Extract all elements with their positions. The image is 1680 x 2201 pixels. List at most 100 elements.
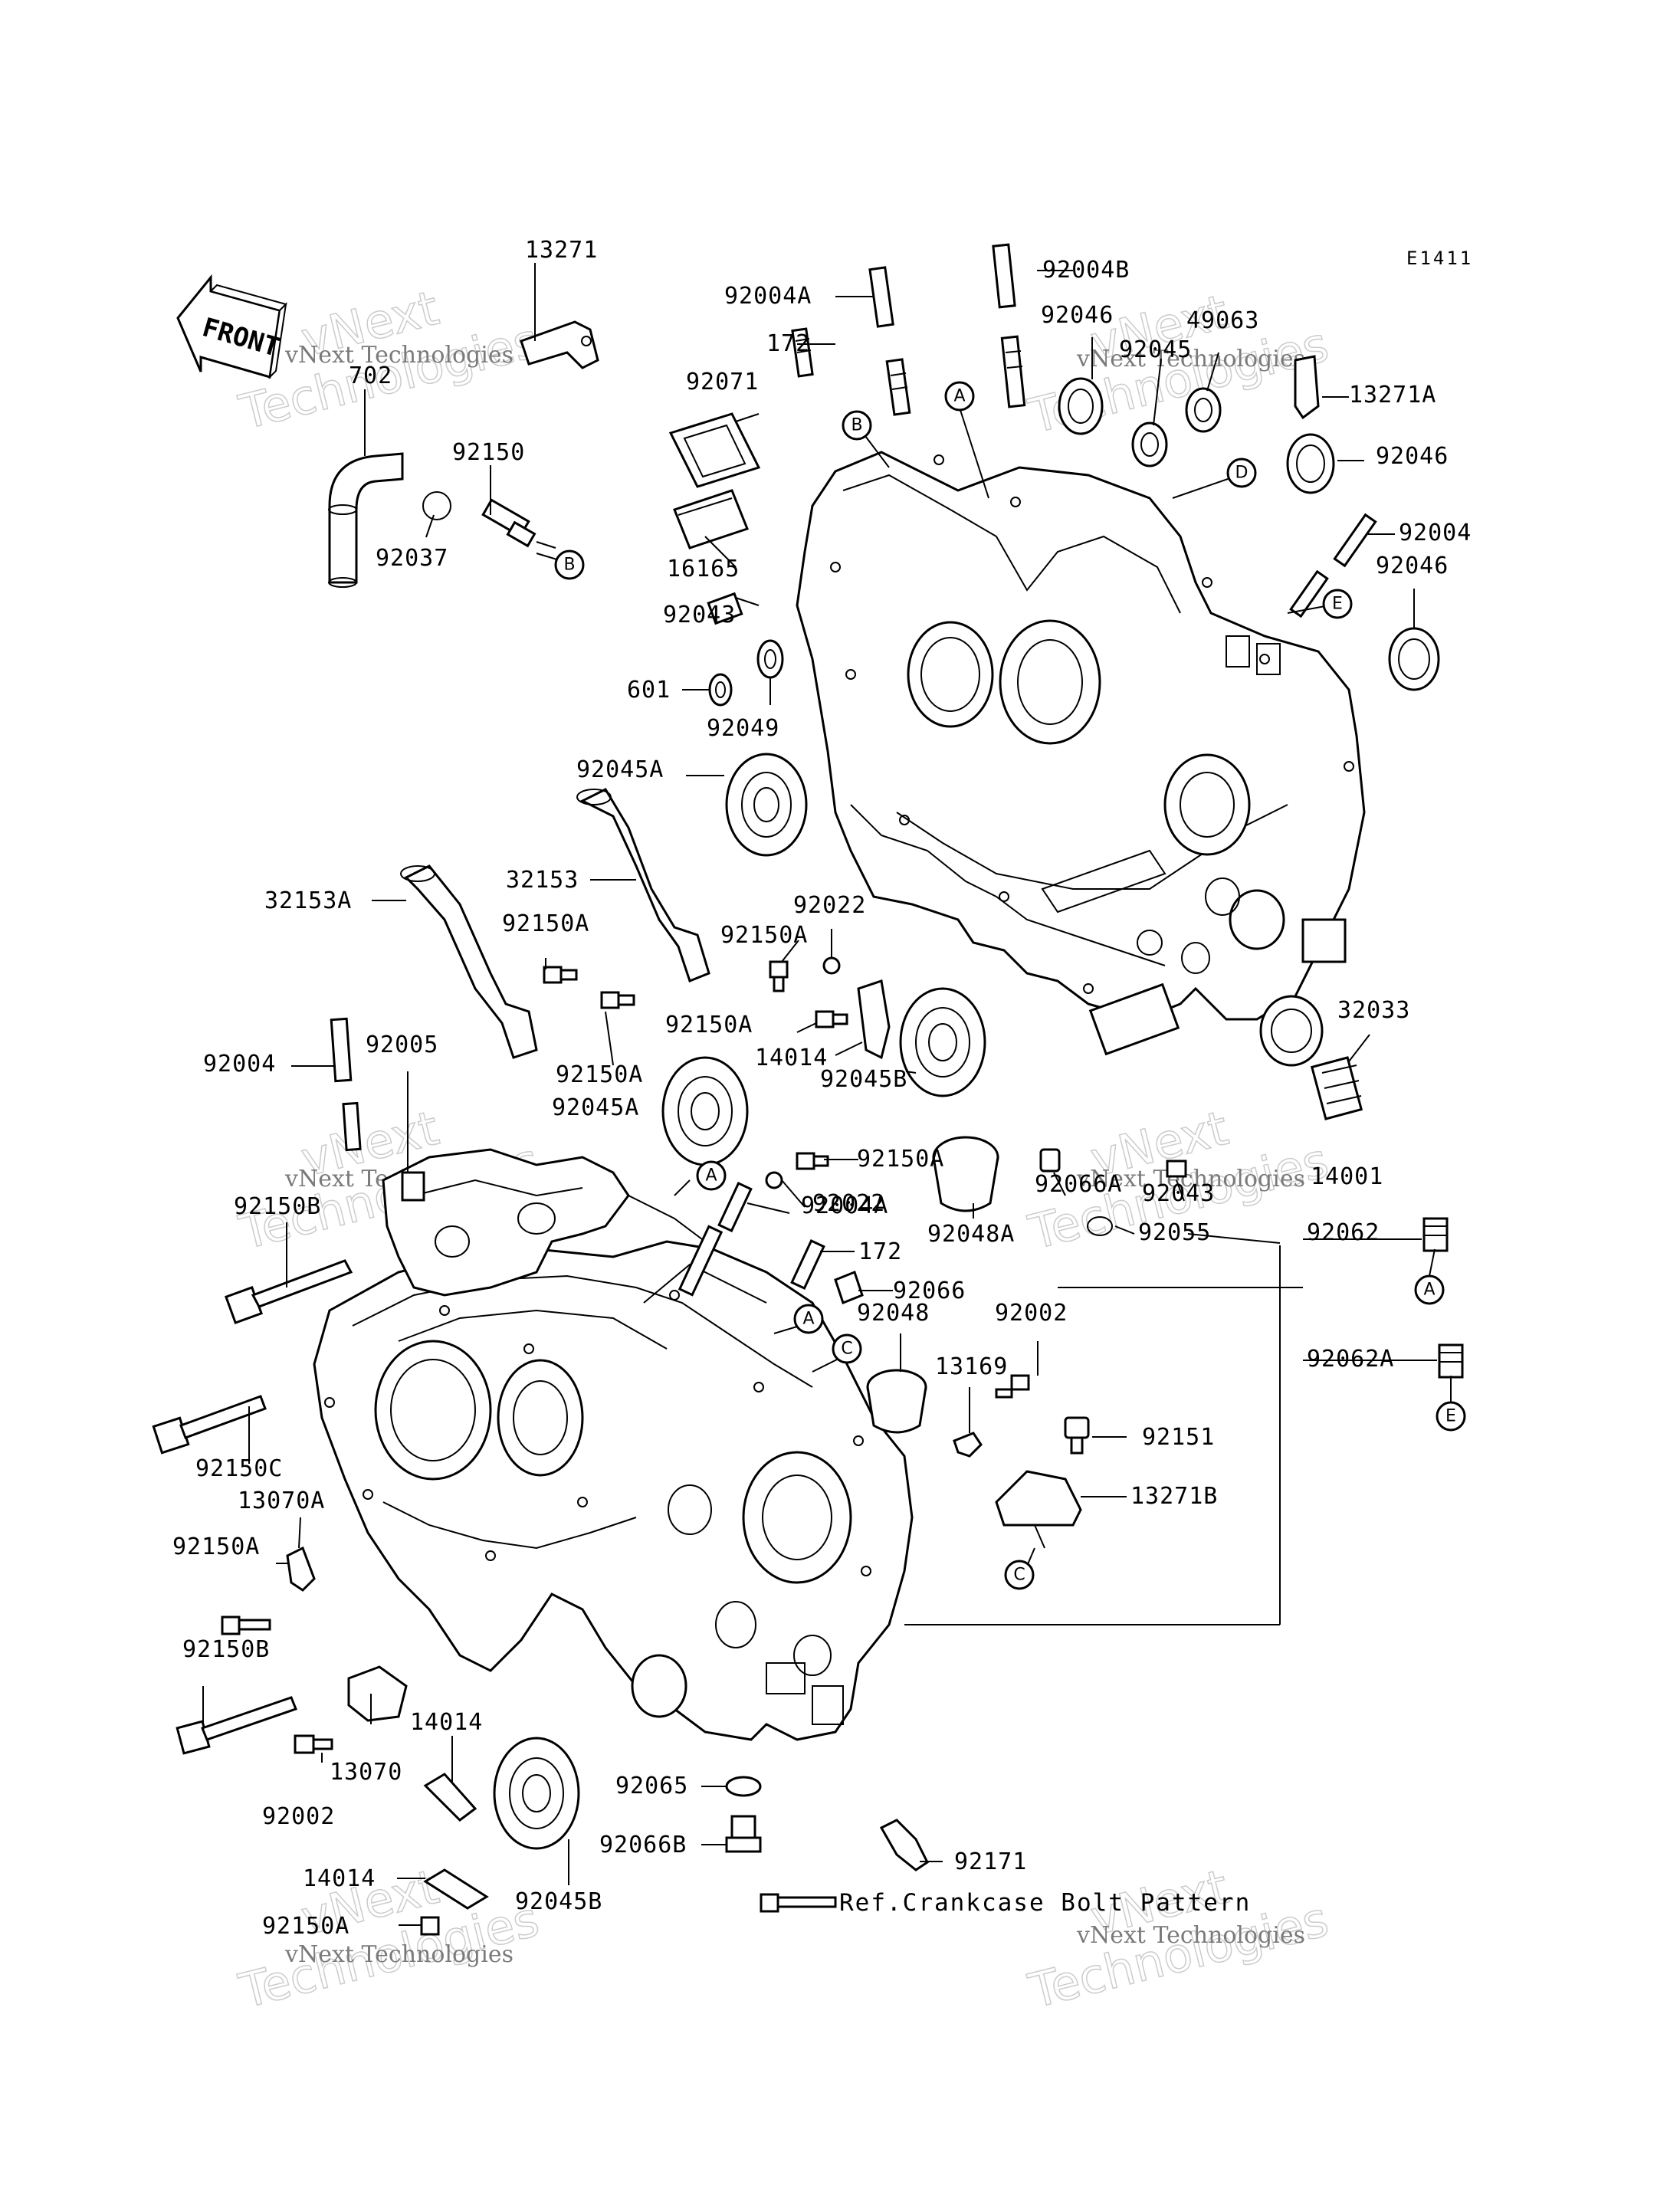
label-92150A-4: 92150A: [556, 1061, 643, 1088]
bolt-92150B-icon: [225, 1259, 353, 1324]
stud-92004-left-icon: [330, 1017, 362, 1152]
callout-b-label: B: [851, 416, 862, 435]
bearing-92045A-mid-icon: [661, 1056, 749, 1166]
bolt-92150C-icon: [152, 1395, 267, 1455]
label-92043-mid: 92043: [1142, 1180, 1215, 1207]
label-92071: 92071: [686, 369, 759, 395]
label-92002-left: 92002: [262, 1803, 335, 1830]
stud-172-icon: [791, 327, 814, 378]
callout-c-label: C: [841, 1340, 852, 1359]
bracket-13271A-icon: [1294, 355, 1320, 420]
callout-d-circle: [1226, 458, 1257, 488]
label-702: 702: [349, 362, 392, 389]
hose-702-icon: [328, 452, 404, 588]
label-49063: 49063: [1186, 307, 1259, 334]
label-92150A-5: 92150A: [857, 1146, 944, 1173]
seal-92049-icon: [756, 639, 784, 679]
dowel-92043-icon: [707, 592, 743, 625]
bracket-13271B-icon: [995, 1470, 1082, 1527]
plate-13070A-icon: [286, 1546, 316, 1592]
stud-92004-right-icon: [1289, 513, 1377, 618]
label-14014-bottom2: 14014: [303, 1865, 376, 1892]
part-number-labels: 13271 702 92150 92037 92004A 92004B 172 …: [172, 237, 1472, 1940]
label-92045A-top: 92045A: [576, 756, 664, 783]
label-92066: 92066: [893, 1278, 966, 1304]
stud-172-mid-icon: [790, 1239, 825, 1290]
leader-lines: [202, 263, 1452, 1926]
pipe-32153-icon: [576, 788, 710, 982]
label-92066B: 92066B: [599, 1832, 687, 1858]
bearing-92046-icon: [1058, 377, 1104, 435]
callout-a-label: A: [802, 1310, 814, 1329]
label-92150B-top: 92150B: [234, 1193, 321, 1220]
watermark-small: vNext Technologies: [284, 1941, 514, 1968]
plug-92066A-icon: [1039, 1148, 1061, 1173]
washer-92022-icon: [765, 1171, 783, 1189]
label-32153A: 32153A: [264, 887, 352, 914]
label-92150: 92150: [452, 439, 525, 466]
callout-e-label: E: [1445, 1407, 1456, 1426]
label-16165: 16165: [667, 556, 740, 582]
label-13070: 13070: [330, 1759, 402, 1786]
fitting-92005-icon: [401, 1171, 425, 1202]
label-92065: 92065: [615, 1773, 688, 1799]
label-92045B-bottom: 92045B: [515, 1888, 602, 1915]
callout-c-label: C: [1013, 1566, 1025, 1585]
label-13169: 13169: [935, 1353, 1008, 1380]
stud-92004A-icon: [868, 266, 911, 416]
watermark-small: vNext Technologies: [284, 342, 514, 369]
label-14014-bottom1: 14014: [410, 1709, 483, 1736]
label-13271A: 13271A: [1349, 382, 1436, 408]
bolt-92150A-left-icon: [221, 1615, 271, 1635]
watermark-small: vNext Technologies: [1076, 346, 1305, 372]
label-92022-top: 92022: [793, 892, 866, 919]
label-92049: 92049: [707, 715, 779, 742]
label-92043-top: 92043: [663, 602, 736, 628]
label-92171: 92171: [954, 1848, 1027, 1875]
bolt-92150B-bottom-icon: [176, 1696, 297, 1755]
clip-13169-icon: [953, 1432, 983, 1458]
stud-92004A-mid-icon: [678, 1182, 753, 1297]
label-92150A-2: 92150A: [720, 922, 808, 949]
label-92048A: 92048A: [927, 1221, 1015, 1248]
bolt-92150A-bottom-icon: [420, 1916, 440, 1936]
label-92151: 92151: [1142, 1424, 1215, 1451]
plate-14014-bottom2-icon: [423, 1868, 489, 1910]
label-92004-right: 92004: [1399, 520, 1472, 546]
label-92150A-1: 92150A: [502, 910, 589, 937]
bolt-92002-right-icon: [995, 1374, 1030, 1399]
label-92062A: 92062A: [1307, 1346, 1394, 1373]
label-92046-top: 92046: [1041, 302, 1114, 329]
bolt-92150A-icon: [796, 1152, 829, 1170]
bolt-92150A-icon: [769, 960, 789, 992]
diagram-code: E1411: [1406, 248, 1473, 269]
label-92150C: 92150C: [195, 1455, 283, 1482]
callout-a-label: A: [1423, 1281, 1435, 1300]
callout-a-circle: [944, 381, 975, 412]
bolt-92150A-icon: [600, 991, 635, 1009]
label-601: 601: [627, 677, 671, 704]
callout-a-label: A: [705, 1166, 717, 1186]
label-92004A-mid: 92004A: [801, 1192, 888, 1219]
plug-92062A-icon: [1438, 1343, 1464, 1379]
bearing-92045B-bottom-icon: [493, 1737, 580, 1850]
oring-92055-icon: [1087, 1216, 1113, 1236]
crankcase-left-half: [313, 1195, 914, 1741]
bolt-ref-icon: [760, 1893, 837, 1913]
bearing-49063-icon: [1185, 387, 1222, 433]
label-92150A-6: 92150A: [172, 1533, 260, 1560]
label-13070A: 13070A: [238, 1488, 325, 1514]
label-32033: 32033: [1337, 997, 1410, 1024]
callout-d-label: D: [1235, 464, 1249, 483]
gasket-92071-icon: [668, 412, 761, 488]
sleeve-92048A-icon: [932, 1136, 999, 1212]
callout-b-circle: [554, 549, 585, 580]
callout-a-label: A: [953, 387, 965, 406]
label-92037: 92037: [376, 545, 448, 572]
label-92046-right: 92046: [1376, 553, 1449, 579]
label-92004B: 92004B: [1042, 257, 1130, 284]
callout-a-circle: [696, 1160, 727, 1191]
label-32153: 32153: [506, 867, 579, 894]
label-172-mid: 172: [858, 1238, 902, 1265]
